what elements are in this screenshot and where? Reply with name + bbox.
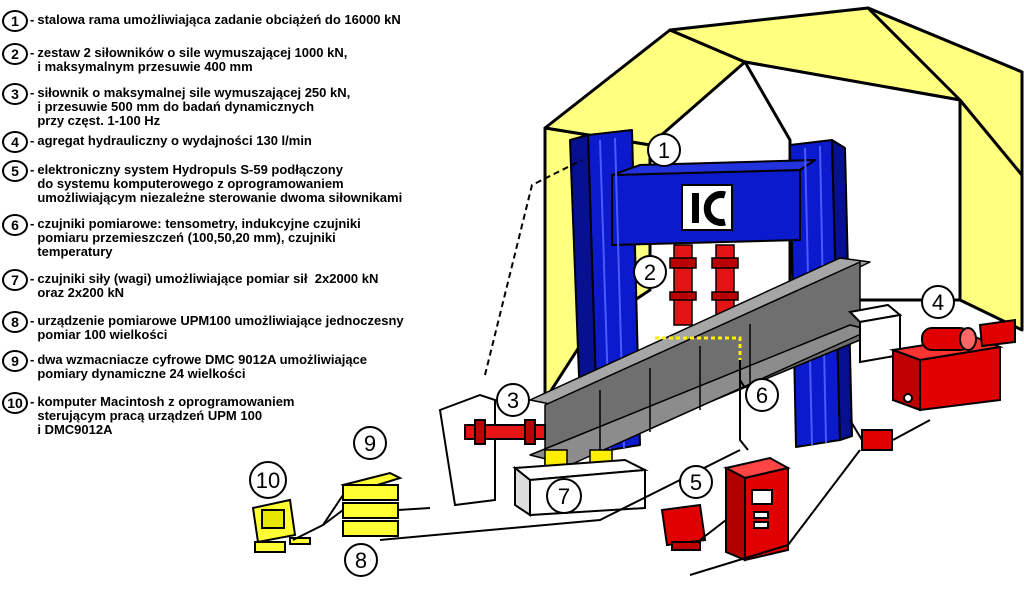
frame-crossbeam-top [611,159,816,176]
legend-item-9: 9 - dwa wzmacniacze cyfrowe DMC 9012A um… [2,350,367,381]
actuators-2 [669,244,739,326]
callout-4-label: 4 [932,290,944,315]
legend-text: urządzenie pomiarowe UPM100 umożliwiając… [37,313,404,342]
callout-4: 4 [921,285,955,319]
right-base-box [847,303,903,364]
callout-9: 9 [353,426,387,460]
callout-1-label: 1 [658,138,670,163]
legend-number: 4 [2,131,28,153]
hydraulic-unit [889,318,1016,412]
legend-number: 3 [2,83,28,105]
macintosh-computer [251,498,311,553]
callout-9-label: 9 [364,431,376,456]
test-beam [529,257,871,471]
legend-item-6: 6 - czujniki pomiarowe: tensometry, indu… [2,214,361,259]
callout-8-label: 8 [355,548,367,573]
legend-number: 2 [2,43,28,65]
shelter-inner-wall [866,6,1024,177]
legend-text: zestaw 2 siłowników o sile wymuszającej … [37,45,348,74]
legend-number: 7 [2,269,28,291]
ic-logo [681,184,733,231]
callout-6: 6 [745,378,779,412]
legend-item-2: 2 - zestaw 2 siłowników o sile wymuszają… [2,43,347,74]
legend-text: stalowa rama umożliwiająca zadanie obcią… [37,12,401,27]
legend-item-10: 10 - komputer Macintosh z oprogramowanie… [2,392,295,437]
actuator-left [673,244,693,326]
callout-10: 10 [249,461,287,499]
legend-item-4: 4 - agregat hydrauliczny o wydajności 13… [2,131,312,153]
callout-10-label: 10 [256,468,280,493]
callout-5: 5 [679,465,713,499]
legend-item-8: 8 - urządzenie pomiarowe UPM100 umożliwi… [2,311,404,342]
dynamic-actuator [438,393,546,507]
legend-text: agregat hydrauliczny o wydajności 130 l/… [37,133,312,148]
legend-text: czujniki siły (wagi) umożliwiające pomia… [37,271,379,300]
small-controller [861,429,893,451]
legend-item-7: 7 - czujniki siły (wagi) umożliwiające p… [2,269,378,300]
callout-3: 3 [496,383,530,417]
legend-item-5: 5 - elektroniczny system Hydropuls S-59 … [2,160,402,205]
amplifiers [340,471,403,537]
legend-text: czujniki pomiarowe: tensometry, indukcyj… [37,216,361,259]
callout-8: 8 [344,543,378,577]
legend-text: dwa wzmacniacze cyfrowe DMC 9012A umożli… [37,352,368,381]
legend-number: 10 [2,392,28,414]
legend-number: 8 [2,311,28,333]
legend-text: komputer Macintosh z oprogramowaniem ste… [37,394,295,437]
callout-5-label: 5 [690,470,702,495]
callout-7-label: 7 [558,484,570,509]
callout-6-label: 6 [756,383,768,408]
callout-2-label: 2 [644,260,656,285]
callout-3-label: 3 [507,388,519,413]
legend-number: 9 [2,350,28,372]
legend-number: 5 [2,160,28,182]
legend-text: elektroniczny system Hydropuls S-59 podł… [37,162,403,205]
callouts: 1 2 3 4 5 6 7 8 [249,133,955,577]
callout-7: 7 [546,478,582,514]
legend-item-1: 1 - stalowa rama umożliwiająca zadanie o… [2,10,401,32]
sensors [655,336,742,360]
callout-1: 1 [647,133,681,167]
legend-item-3: 3 - siłownik o maksymalnej sile wymuszaj… [2,83,350,128]
hydropuls-system [660,456,791,562]
legend-number: 6 [2,214,28,236]
callout-2: 2 [633,255,667,289]
legend-text: siłownik o maksymalnej sile wymuszającej… [37,85,351,128]
legend-number: 1 [2,10,28,32]
